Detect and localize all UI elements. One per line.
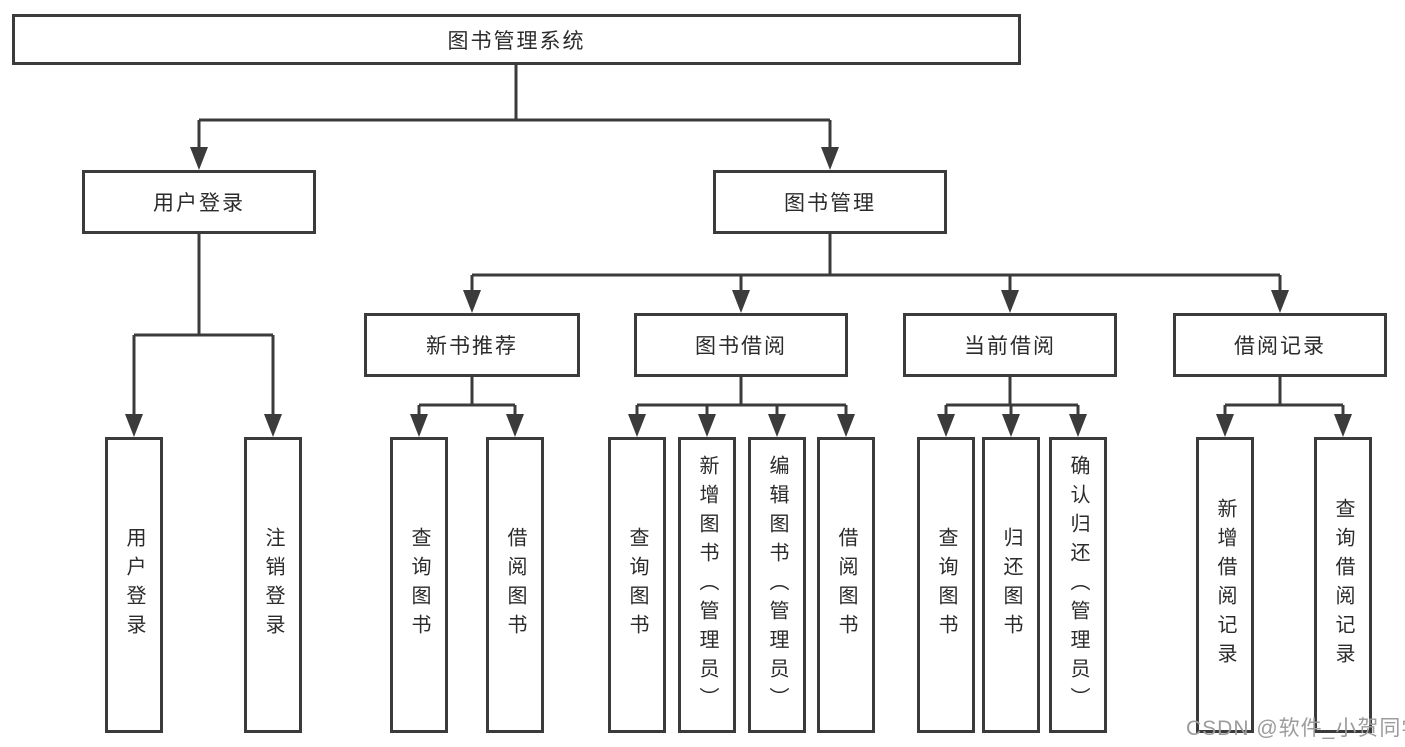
leaf-add-borrow-record: 新增借阅记录 xyxy=(1196,437,1254,733)
leaf-logout: 注销登录 xyxy=(244,437,302,733)
watermark-text: CSDN @软件_小贺同学 xyxy=(1186,717,1405,740)
node-library-management-system: 图书管理系统 xyxy=(12,14,1021,65)
node-borrow-records: 借阅记录 xyxy=(1173,313,1387,377)
node-new-book-recommend: 新书推荐 xyxy=(364,313,580,377)
node-user-login: 用户登录 xyxy=(82,170,316,234)
leaf-label: 注销登录 xyxy=(262,527,284,643)
node-label: 图书管理 xyxy=(784,192,876,215)
leaf-user-login: 用户登录 xyxy=(105,437,163,733)
node-label: 借阅记录 xyxy=(1234,335,1326,358)
leaf-label: 用户登录 xyxy=(123,527,145,643)
node-label: 用户登录 xyxy=(153,192,245,215)
leaf-label: 借阅图书 xyxy=(835,527,857,643)
node-current-borrow: 当前借阅 xyxy=(903,313,1117,377)
leaf-add-book-admin: 新增图书（管理员） xyxy=(678,437,736,733)
leaf-query-books-current: 查询图书 xyxy=(917,437,975,733)
leaf-query-borrow-record: 查询借阅记录 xyxy=(1314,437,1372,733)
leaf-label: 查询图书 xyxy=(626,527,648,643)
leaf-label: 新增图书（管理员） xyxy=(696,454,718,716)
leaf-label: 编辑图书（管理员） xyxy=(766,454,788,716)
leaf-confirm-return-admin: 确认归还（管理员） xyxy=(1049,437,1107,733)
leaf-label: 新增借阅记录 xyxy=(1214,498,1236,672)
leaf-label: 确认归还（管理员） xyxy=(1067,454,1089,716)
connector-path xyxy=(132,64,1345,416)
leaf-label: 查询借阅记录 xyxy=(1332,498,1354,672)
node-label: 图书管理系统 xyxy=(447,29,586,53)
leaf-query-books-recommend: 查询图书 xyxy=(390,437,448,733)
leaf-label: 查询图书 xyxy=(935,527,957,643)
leaf-label: 借阅图书 xyxy=(504,527,526,643)
leaf-label: 归还图书 xyxy=(1000,527,1022,643)
node-label: 当前借阅 xyxy=(964,335,1056,358)
arrowhead-shapes xyxy=(125,147,1352,437)
node-book-borrow: 图书借阅 xyxy=(634,313,848,377)
leaf-return-book: 归还图书 xyxy=(982,437,1040,733)
leaf-query-books-borrow: 查询图书 xyxy=(608,437,666,733)
node-book-management: 图书管理 xyxy=(713,170,947,234)
node-label: 新书推荐 xyxy=(426,335,518,358)
node-label: 图书借阅 xyxy=(695,335,787,358)
leaf-edit-book-admin: 编辑图书（管理员） xyxy=(748,437,806,733)
leaf-borrow-books: 借阅图书 xyxy=(817,437,875,733)
leaf-label: 查询图书 xyxy=(408,527,430,643)
leaf-borrow-books-recommend: 借阅图书 xyxy=(486,437,544,733)
